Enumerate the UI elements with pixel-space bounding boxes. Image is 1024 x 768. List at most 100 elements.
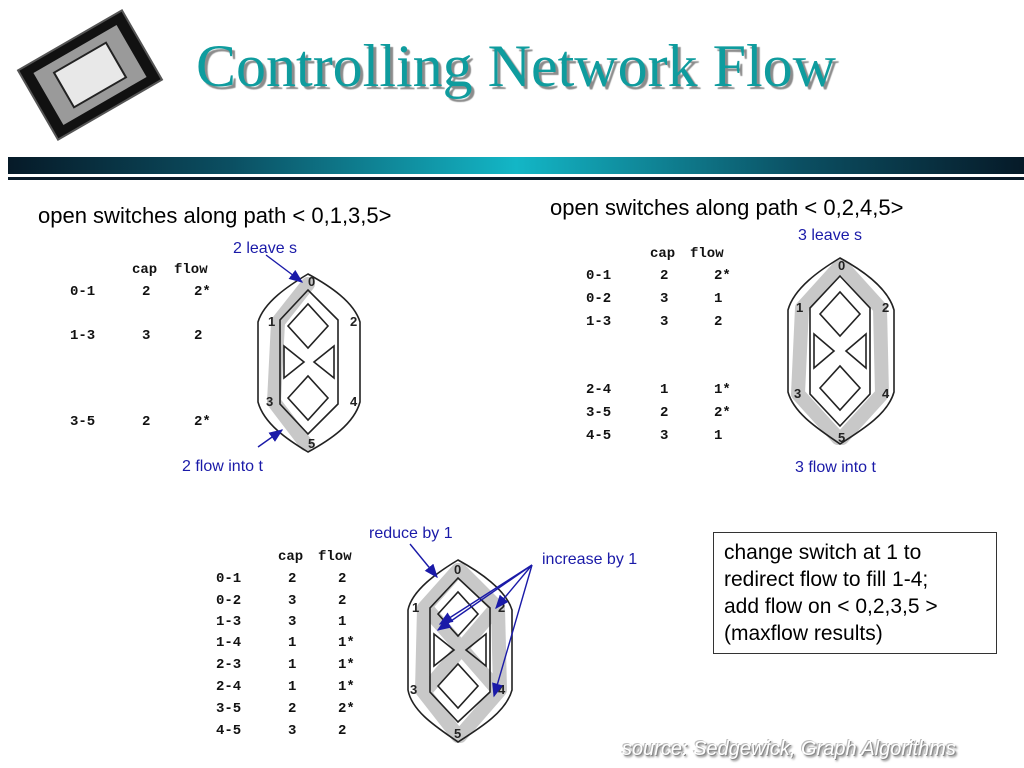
panel2-row4-edge: 3-5 (586, 405, 612, 421)
panel3-row2-flow: 1 (338, 614, 347, 630)
panel2-col-cap: cap (650, 246, 676, 262)
panel2-row0-cap: 2 (660, 268, 669, 284)
explanation-box: change switch at 1 to redirect flow to f… (713, 532, 997, 654)
panel2-row5-cap: 3 (660, 428, 669, 444)
panel2-label-flow: 3 flow into t (795, 459, 876, 476)
panel2-row3-flow: 1* (714, 382, 731, 398)
panel1-node-0: 0 (308, 274, 315, 289)
title-divider-line (8, 177, 1024, 180)
panel2-row5-flow: 1 (714, 428, 723, 444)
panel2-node-5: 5 (838, 430, 845, 445)
panel1-row2-edge: 3-5 (70, 414, 96, 430)
panel3-row5-edge: 2-4 (216, 679, 242, 695)
panel2-row2-cap: 3 (660, 314, 669, 330)
panel1-heading: open switches along path < 0,1,3,5> (38, 203, 392, 228)
panel1-row1-edge: 1-3 (70, 328, 96, 344)
panel1-node-1: 1 (268, 314, 275, 329)
panel1-row2-cap: 2 (142, 414, 151, 430)
panel1-node-3: 3 (266, 394, 273, 409)
panel2-row2-flow: 2 (714, 314, 723, 330)
panel3-row4-edge: 2-3 (216, 657, 242, 673)
panel2-node-3: 3 (794, 386, 801, 401)
panel1-row0-edge: 0-1 (70, 284, 96, 300)
explanation-line-3: add flow on < 0,2,3,5 > (724, 595, 938, 618)
panel2-node-0: 0 (838, 258, 845, 273)
panel3-row7-edge: 4-5 (216, 723, 242, 739)
panel1-row0-cap: 2 (142, 284, 151, 300)
panel2-row4-flow: 2* (714, 405, 731, 421)
explanation-line-2: redirect flow to fill 1-4; (724, 568, 929, 591)
panel3-row0-cap: 2 (288, 571, 297, 587)
panel2-row1-edge: 0-2 (586, 291, 612, 307)
panel3-row5-cap: 1 (288, 679, 297, 695)
panel2-row0-edge: 0-1 (586, 268, 612, 284)
panel1-node-5: 5 (308, 436, 315, 451)
panel2-label-leave: 3 leave s (798, 227, 863, 244)
panel2-row5-edge: 4-5 (586, 428, 612, 444)
panel1-network-graph: 0 1 2 3 4 5 (257, 273, 361, 453)
arrow-flow-into-t (257, 429, 284, 448)
explanation-line-4: (maxflow results) (724, 622, 883, 645)
panel3-row1-edge: 0-2 (216, 593, 242, 609)
panel1-col-flow: flow (174, 262, 208, 278)
title-divider-bar (8, 157, 1024, 174)
panel2-col-flow: flow (690, 246, 724, 262)
panel2-row1-cap: 3 (660, 291, 669, 307)
panel3-node-3: 3 (410, 682, 417, 697)
panel2-network-graph: 0 1 2 3 4 5 (787, 257, 895, 445)
source-citation: source: Sedgewick, Graph Algorithms (622, 738, 956, 760)
panel1-row0-flow: 2* (194, 284, 211, 300)
slide-title: Controlling Network Flow (196, 33, 836, 99)
panel3-label-increase: increase by 1 (542, 551, 638, 568)
panel1-row1-flow: 2 (194, 328, 203, 344)
arrow-increase-4 (492, 564, 533, 698)
panel3-row7-flow: 2 (338, 723, 347, 739)
panel2-node-2: 2 (882, 300, 889, 315)
panel3-label-reduce: reduce by 1 (369, 525, 453, 542)
panel1-highlight-path (267, 277, 315, 451)
umass-lowell-logo: UMass Lowell Computer Science (16, 5, 173, 153)
panel3-node-5: 5 (454, 726, 461, 741)
panel3-row5-flow: 1* (338, 679, 355, 695)
panel1-label-flow: 2 flow into t (182, 458, 263, 475)
panel3-row1-flow: 2 (338, 593, 347, 609)
panel3-node-1: 1 (412, 600, 419, 615)
panel1-table: cap flow 0-1 2 2* 1-3 3 2 3-5 2 2* (68, 262, 248, 442)
panel3-table: cap flow 0-1 2 2 0-2 3 2 1-3 3 1 1-4 1 1… (214, 549, 394, 749)
panel2-node-4: 4 (882, 386, 890, 401)
panel3-row4-flow: 1* (338, 657, 355, 673)
panel2-heading: open switches along path < 0,2,4,5> (550, 195, 904, 220)
panel1-node-4: 4 (350, 394, 358, 409)
panel3-row7-cap: 3 (288, 723, 297, 739)
panel1-label-leave: 2 leave s (233, 240, 298, 257)
panel3-node-0: 0 (454, 562, 461, 577)
panel2-row1-flow: 1 (714, 291, 723, 307)
panel3-row6-edge: 3-5 (216, 701, 242, 717)
arrow-reduce (409, 543, 438, 579)
panel2-row3-cap: 1 (660, 382, 669, 398)
panel3-row1-cap: 3 (288, 593, 297, 609)
panel2-node-1: 1 (796, 300, 803, 315)
panel1-node-2: 2 (350, 314, 357, 329)
panel3-row3-cap: 1 (288, 635, 297, 651)
arrow-increase-3 (495, 564, 533, 610)
panel2-row0-flow: 2* (714, 268, 731, 284)
arrow-leave-s (265, 254, 304, 283)
panel3-row2-cap: 3 (288, 614, 297, 630)
explanation-line-1: change switch at 1 to (724, 541, 922, 564)
panel2-row3-edge: 2-4 (586, 382, 612, 398)
panel3-row0-flow: 2 (338, 571, 347, 587)
panel3-row3-edge: 1-4 (216, 635, 242, 651)
panel1-row2-flow: 2* (194, 414, 211, 430)
panel1-col-cap: cap (132, 262, 158, 278)
panel3-row0-edge: 0-1 (216, 571, 242, 587)
panel2-table: cap flow 0-1 2 2* 0-2 3 1 1-3 3 2 2-4 1 … (584, 246, 764, 446)
panel2-row2-edge: 1-3 (586, 314, 612, 330)
panel3-row6-cap: 2 (288, 701, 297, 717)
panel3-row2-edge: 1-3 (216, 614, 242, 630)
panel3-col-cap: cap (278, 549, 304, 565)
arrow-increase-2 (436, 564, 533, 631)
panel1-row1-cap: 3 (142, 328, 151, 344)
panel3-col-flow: flow (318, 549, 352, 565)
